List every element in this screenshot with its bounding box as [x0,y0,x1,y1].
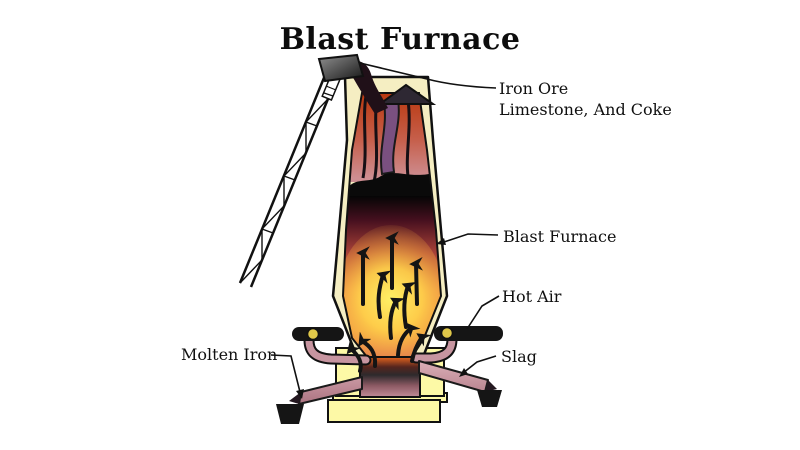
leader-furnace [436,233,499,245]
leader-hot-air [466,295,500,330]
label-blast-furnace: Blast Furnace [503,227,617,246]
hot-air-pipe-right [410,326,503,364]
leader-charge [359,62,497,89]
tuyere-nozzle-left [306,327,320,341]
iron-pot [276,404,304,424]
diagram-title: Blast Furnace [279,22,521,57]
tuyere-nozzle-right [440,326,454,340]
slag-spout-tip [485,380,497,392]
label-charge-line2: Limestone, And Coke [499,100,672,119]
leader-molten-iron [270,354,304,399]
hot-air-pipe-left [292,327,372,366]
label-molten-iron: Molten Iron [181,345,278,364]
label-charge-line1: Iron Ore [499,79,569,98]
skip-hoist-truss [238,67,341,288]
label-slag: Slag [501,347,537,366]
falling-charge-streaks [380,98,400,176]
label-hot-air: Hot Air [502,287,562,306]
leader-slag [459,355,497,377]
slag-pot [477,390,502,407]
label-iron-ore-limestone-coke: Iron Ore Limestone, And Coke [499,78,672,120]
iron-spout-tip [289,392,301,404]
charge-bell [376,83,437,105]
hot-gas-arrows [346,231,432,373]
charge-hopper [317,53,365,83]
